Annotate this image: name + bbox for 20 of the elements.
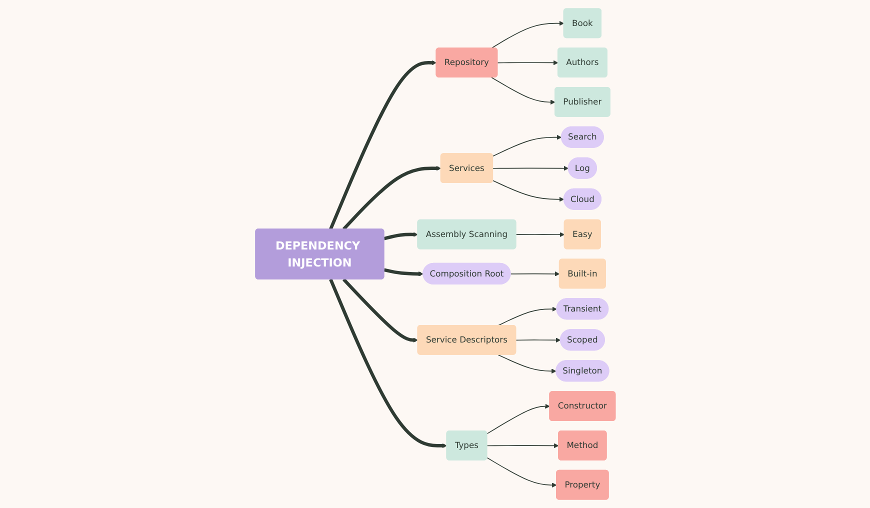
arrow [342, 278, 418, 343]
arrow [486, 404, 550, 434]
arrow [515, 232, 564, 237]
arrow [510, 271, 560, 276]
arrow [328, 278, 447, 448]
arrow [328, 60, 436, 230]
arrow [492, 134, 562, 157]
arrow [383, 232, 418, 240]
arrow [515, 338, 560, 343]
arrow [342, 166, 441, 230]
arrow [490, 77, 555, 105]
arrow [492, 166, 568, 171]
arrow [383, 268, 423, 276]
arrow [486, 443, 558, 448]
arrow [486, 457, 556, 488]
arrow [496, 60, 558, 66]
arrow [497, 354, 556, 374]
arrow [490, 20, 564, 49]
arrow [497, 306, 557, 326]
arrow [492, 180, 564, 202]
